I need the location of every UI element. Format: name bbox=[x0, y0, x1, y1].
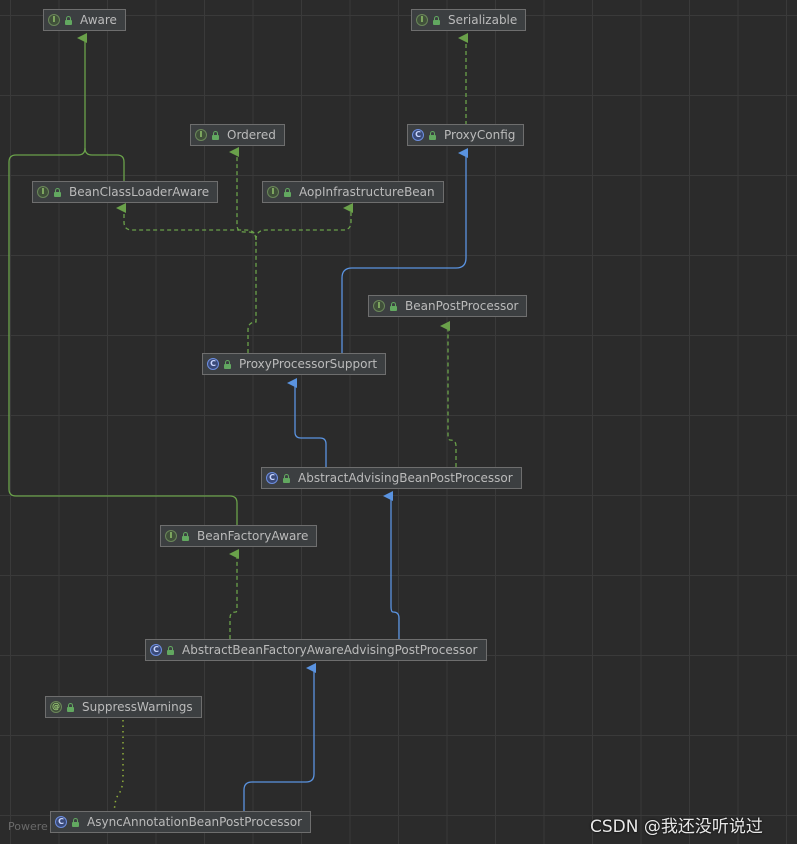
edge-aware-beanfactoryaware bbox=[8, 147, 238, 526]
csdn-watermark: CSDN @我还没听说过 bbox=[590, 817, 763, 837]
class-icon: C bbox=[55, 816, 67, 828]
node-label: AbstractBeanFactoryAwareAdvisingPostProc… bbox=[182, 643, 478, 657]
node-bean-post-processor[interactable]: I BeanPostProcessor bbox=[368, 295, 528, 317]
node-proxy-processor-support[interactable]: C ProxyProcessorSupport bbox=[202, 353, 387, 375]
node-abstract-bean-factory-aware-advising-post-processor[interactable]: C AbstractBeanFactoryAwareAdvisingPostPr… bbox=[145, 639, 487, 661]
lock-icon bbox=[72, 817, 79, 827]
edge-suppresswarnings-async bbox=[113, 720, 124, 812]
edge-proxyconfig-proxyprocessorsupport bbox=[341, 148, 468, 353]
node-abstract-advising-bean-post-processor[interactable]: C AbstractAdvisingBeanPostProcessor bbox=[261, 467, 522, 489]
lock-icon bbox=[283, 473, 290, 483]
class-icon: C bbox=[266, 472, 278, 484]
node-label: ProxyProcessorSupport bbox=[239, 357, 378, 371]
lock-icon bbox=[182, 531, 189, 541]
node-bean-class-loader-aware[interactable]: I BeanClassLoaderAware bbox=[32, 181, 219, 203]
edge-beanpostprocessor-abstractadvising bbox=[440, 321, 457, 467]
interface-icon: I bbox=[195, 129, 207, 141]
edge-abstractbeanfactoryaware-async bbox=[243, 663, 316, 811]
node-suppress-warnings[interactable]: @ SuppressWarnings bbox=[45, 696, 202, 718]
node-label: Ordered bbox=[227, 128, 276, 142]
lock-icon bbox=[390, 301, 397, 311]
lock-icon bbox=[433, 15, 440, 25]
node-serializable[interactable]: I Serializable bbox=[411, 9, 527, 31]
lock-icon bbox=[429, 130, 436, 140]
lock-icon bbox=[65, 15, 72, 25]
lock-icon bbox=[224, 359, 231, 369]
node-label: SuppressWarnings bbox=[82, 700, 193, 714]
node-proxy-config[interactable]: C ProxyConfig bbox=[407, 124, 525, 146]
node-aware[interactable]: I Aware bbox=[43, 9, 126, 31]
node-label: AsyncAnnotationBeanPostProcessor bbox=[87, 815, 303, 829]
lock-icon bbox=[212, 130, 219, 140]
powered-by-text: Powere bbox=[8, 820, 48, 833]
node-ordered[interactable]: I Ordered bbox=[190, 124, 285, 146]
interface-icon: I bbox=[37, 186, 49, 198]
interface-icon: I bbox=[165, 530, 177, 542]
lock-icon bbox=[67, 702, 74, 712]
interface-icon: I bbox=[48, 14, 60, 26]
node-label: AbstractAdvisingBeanPostProcessor bbox=[298, 471, 513, 485]
node-aop-infrastructure-bean[interactable]: I AopInfrastructureBean bbox=[262, 181, 444, 203]
lock-icon bbox=[167, 645, 174, 655]
node-label: BeanPostProcessor bbox=[405, 299, 519, 313]
node-label: BeanClassLoaderAware bbox=[69, 185, 210, 199]
lock-icon bbox=[54, 187, 61, 197]
node-label: BeanFactoryAware bbox=[197, 529, 309, 543]
edge-ordered-proxyprocessorsupport bbox=[229, 147, 257, 353]
interface-icon: I bbox=[416, 14, 428, 26]
node-bean-factory-aware[interactable]: I BeanFactoryAware bbox=[160, 525, 318, 547]
edge-abstractadvising-abstractbeanfactoryaware bbox=[383, 491, 400, 639]
edge-beanfactoryaware-abstractbeanfactoryaware bbox=[229, 549, 239, 639]
node-label: Aware bbox=[80, 13, 117, 27]
edge-aopinfrastructurebean-proxyprocessorsupport bbox=[255, 203, 353, 241]
class-icon: C bbox=[150, 644, 162, 656]
annotation-icon: @ bbox=[50, 701, 62, 713]
class-icon: C bbox=[412, 129, 424, 141]
node-label: Serializable bbox=[448, 13, 518, 27]
lock-icon bbox=[284, 187, 291, 197]
node-label: ProxyConfig bbox=[444, 128, 516, 142]
edge-beanclassloaderaware-proxyprocessorsupport bbox=[116, 203, 257, 241]
edge-aware-beanclassloaderaware bbox=[77, 33, 125, 182]
interface-icon: I bbox=[267, 186, 279, 198]
node-label: AopInfrastructureBean bbox=[299, 185, 435, 199]
interface-icon: I bbox=[373, 300, 385, 312]
class-icon: C bbox=[207, 358, 219, 370]
edge-proxyprocessorsupport-abstractadvising bbox=[287, 378, 327, 467]
node-async-annotation-bean-post-processor[interactable]: C AsyncAnnotationBeanPostProcessor bbox=[50, 811, 312, 833]
